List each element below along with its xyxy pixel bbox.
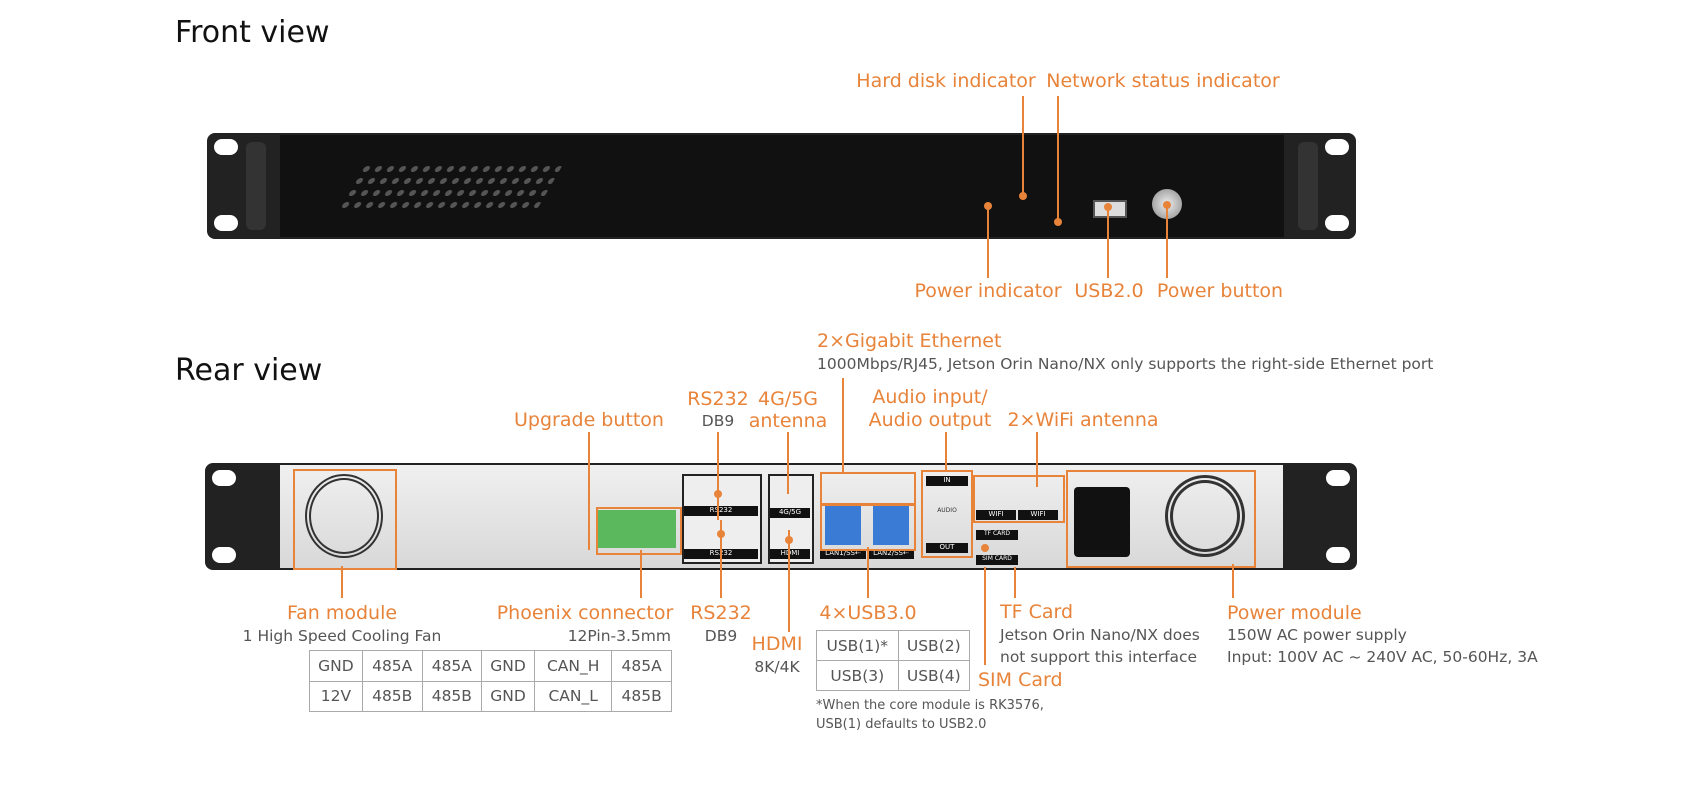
usb2-label: USB2.0 xyxy=(1074,280,1144,302)
audio-out-panel-text: OUT xyxy=(926,543,968,553)
hdmi-panel-text: HDMI xyxy=(770,549,810,559)
vent-holes xyxy=(336,163,564,211)
network-indicator-label: Network status indicator xyxy=(1046,70,1280,92)
rs232-bottom-desc: DB9 xyxy=(704,627,738,645)
tf-card-label: TF Card xyxy=(1000,601,1074,623)
rs232-bottom-label: RS232 xyxy=(690,602,752,624)
phoenix-desc: 12Pin-3.5mm xyxy=(567,627,671,645)
antenna-4g-label-2: antenna xyxy=(748,410,828,432)
mount-hole xyxy=(214,215,238,231)
sim-card-label: SIM Card xyxy=(978,669,1063,691)
rs232-panel-text: RS232 xyxy=(684,506,758,516)
power-indicator-label: Power indicator xyxy=(914,280,1062,302)
handle xyxy=(1298,142,1318,230)
usb-footnote-2: USB(1) defaults to USB2.0 xyxy=(816,717,987,732)
fan-module-label: Fan module xyxy=(286,602,398,624)
gigabit-ethernet-label: 2×Gigabit Ethernet xyxy=(817,330,1002,352)
power-module-desc-1: 150W AC power supply xyxy=(1227,626,1407,644)
antenna-4g-label: 4G/5G xyxy=(757,388,819,410)
mount-hole xyxy=(214,139,238,155)
hdd-indicator-label: Hard disk indicator xyxy=(856,70,1036,92)
audio-label-2: Audio output xyxy=(868,409,992,431)
tf-card-desc-1: Jetson Orin Nano/NX does xyxy=(1000,626,1200,644)
rear-view-title: Rear view xyxy=(175,353,323,388)
antenna-panel-text: 4G/5G xyxy=(770,508,810,518)
audio-in-panel-text: IN xyxy=(926,476,968,486)
usb-table: USB(1)*USB(2) USB(3)USB(4) xyxy=(816,630,971,691)
sim-card-panel-text: SIM CARD xyxy=(976,555,1018,565)
rs232-top-label: RS232 xyxy=(687,388,749,410)
hdmi-desc: 8K/4K xyxy=(754,658,800,676)
usb3-label: 4×USB3.0 xyxy=(819,602,917,624)
mount-hole xyxy=(1325,139,1349,155)
gigabit-ethernet-desc: 1000Mbps/RJ45, Jetson Orin Nano/NX only … xyxy=(817,355,1434,373)
front-view-title: Front view xyxy=(175,15,330,50)
upgrade-button-label: Upgrade button xyxy=(514,409,664,431)
rs232-top-desc: DB9 xyxy=(701,412,735,430)
wifi-panel-text: WIFI xyxy=(976,510,1016,520)
power-button-label: Power button xyxy=(1156,280,1284,302)
fan-icon xyxy=(305,474,383,558)
lan2-panel-text: LAN2/SS⇠ xyxy=(868,549,914,559)
power-module-desc-2: Input: 100V AC ~ 240V AC, 50-60Hz, 3A xyxy=(1227,648,1538,666)
wifi-antenna-label: 2×WiFi antenna xyxy=(1007,409,1159,431)
tf-card-desc-2: not support this interface xyxy=(1000,648,1198,666)
ac-inlet xyxy=(1074,487,1130,557)
phoenix-label: Phoenix connector xyxy=(496,602,674,624)
audio-panel-text: AUDIO xyxy=(937,507,957,514)
tf-card-panel-text: TF CARD xyxy=(976,530,1018,540)
hdmi-label: HDMI xyxy=(751,633,803,655)
mount-hole xyxy=(1325,215,1349,231)
phoenix-connector xyxy=(598,510,676,548)
fan-module-desc: 1 High Speed Cooling Fan xyxy=(242,627,442,645)
power-module-label: Power module xyxy=(1227,602,1362,624)
wifi-panel-text: WIFI xyxy=(1018,510,1058,520)
audio-label: Audio input/ xyxy=(872,386,988,408)
psu-fan-icon xyxy=(1165,475,1245,557)
usb-footnote-1: *When the core module is RK3576, xyxy=(816,698,1044,713)
lan1-panel-text: LAN1/SS⇠ xyxy=(820,549,866,559)
handle xyxy=(246,142,266,230)
